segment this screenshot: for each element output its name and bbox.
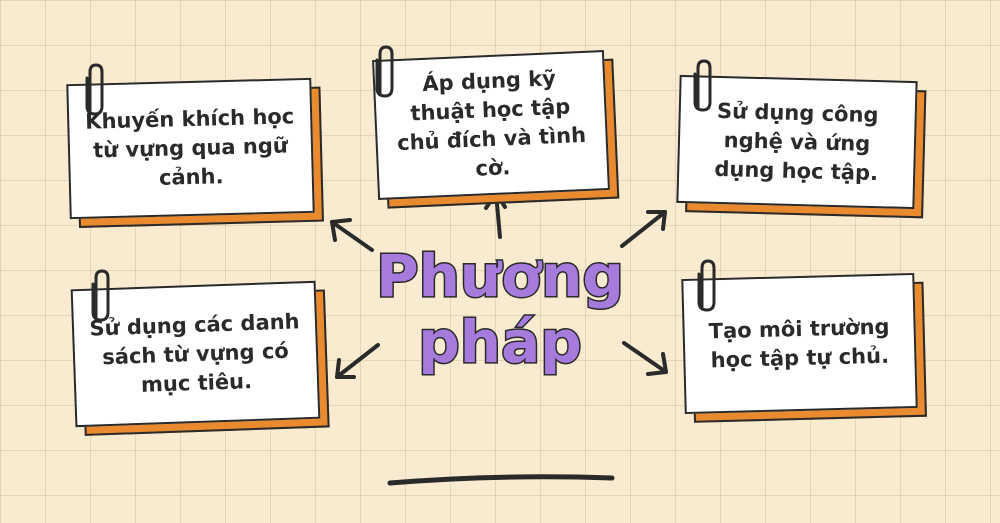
paperclip-icon xyxy=(85,63,104,116)
title-line-1: Phương xyxy=(375,242,626,311)
card-text: Áp dụng kỹ thuật học tập chủ đích và tìn… xyxy=(396,66,587,181)
paperclip-icon xyxy=(375,45,394,98)
card-text: Khuyến khích học từ vựng qua ngữ cảnh. xyxy=(84,104,295,190)
center-title: Phương pháp xyxy=(340,242,660,377)
arrow-top-right xyxy=(620,210,667,248)
card-top-center: Áp dụng kỹ thuật học tập chủ đích và tìn… xyxy=(372,50,620,209)
card-paper: Áp dụng kỹ thuật học tập chủ đích và tìn… xyxy=(372,50,610,200)
paperclip-icon xyxy=(697,259,716,312)
arrow-bottom-right xyxy=(622,341,668,376)
card-text: Tạo môi trường học tập tự chủ. xyxy=(708,314,890,372)
arrow-top-left xyxy=(330,218,374,252)
card-text: Sử dụng các danh sách từ vựng có mục tiê… xyxy=(89,308,300,397)
title-underline xyxy=(387,474,615,486)
paperclip-icon xyxy=(91,269,110,322)
paperclip-icon xyxy=(693,59,712,112)
arrow-bottom-left xyxy=(335,343,380,379)
title-line-2: pháp xyxy=(417,308,583,377)
card-text: Sử dụng công nghệ và ứng dụng học tập. xyxy=(714,98,879,185)
